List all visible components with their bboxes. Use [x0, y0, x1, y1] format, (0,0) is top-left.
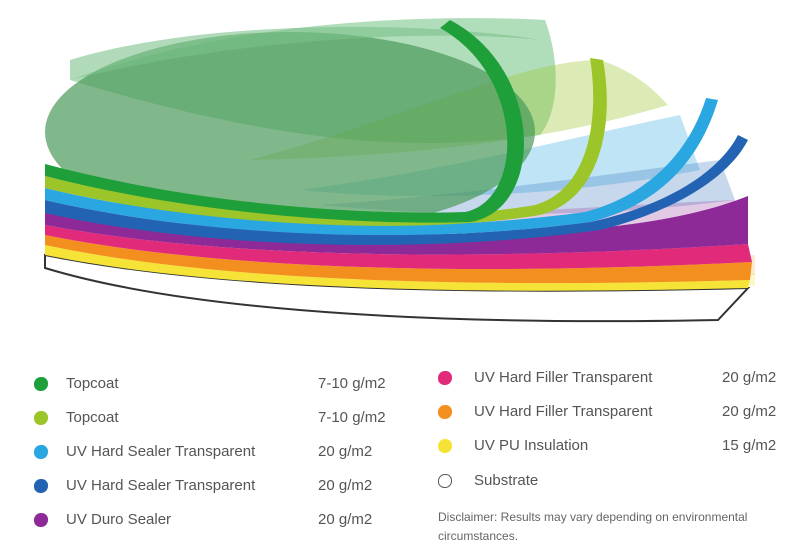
- legend-item: UV Duro Sealer 20 g/m2: [0, 505, 420, 535]
- legend-label: UV Hard Sealer Transparent: [66, 477, 256, 494]
- legend-value: 20 g/m2: [318, 477, 373, 494]
- topcoat-green-band: [45, 20, 524, 223]
- coating-layers-diagram: [44, 18, 755, 323]
- topcoat-green-sheen: [70, 26, 540, 80]
- legend-label: UV Hard Filler Transparent: [474, 403, 653, 420]
- swatch-icon: [438, 439, 452, 453]
- legend-value: 15 g/m2: [722, 437, 777, 454]
- swatch-icon: [34, 513, 48, 527]
- legend-label: Topcoat: [66, 409, 119, 426]
- swatch-icon: [438, 474, 452, 488]
- legend-label: UV Duro Sealer: [66, 511, 172, 528]
- filler-orange-band: [45, 235, 752, 284]
- legend-value: 20 g/m2: [318, 443, 373, 460]
- legend-label: UV Hard Sealer Transparent: [66, 443, 256, 460]
- legend-item: Substrate: [430, 466, 790, 496]
- legend-item: UV Hard Filler Transparent 20 g/m2: [430, 397, 790, 427]
- swatch-icon: [34, 377, 48, 391]
- legend-label: Topcoat: [66, 375, 119, 392]
- topcoat-green-ellipse: [45, 32, 535, 232]
- legend-item: Topcoat 7-10 g/m2: [0, 403, 420, 433]
- swatch-icon: [34, 445, 48, 459]
- legend-value: 20 g/m2: [722, 403, 777, 420]
- swatch-icon: [438, 405, 452, 419]
- filler-pink-band: [45, 225, 752, 270]
- swatch-icon: [438, 371, 452, 385]
- legend-value: 20 g/m2: [318, 511, 373, 528]
- legend-item: UV Hard Sealer Transparent 20 g/m2: [0, 437, 420, 467]
- legend-item: UV Hard Sealer Transparent 20 g/m2: [0, 471, 420, 501]
- swatch-icon: [34, 411, 48, 425]
- insulation-yellow-band: [45, 245, 750, 291]
- legend-value: 20 g/m2: [722, 369, 777, 386]
- legend-label: Substrate: [474, 472, 539, 489]
- duro-purple-band: [45, 196, 748, 255]
- legend-item: UV PU Insulation 15 g/m2: [430, 431, 790, 461]
- legend-label: UV PU Insulation: [474, 437, 589, 454]
- swatch-icon: [34, 479, 48, 493]
- topcoat-lime-band: [45, 58, 607, 226]
- legend-value: 7-10 g/m2: [318, 409, 386, 426]
- legend-item: Topcoat 7-10 g/m2: [0, 369, 420, 399]
- legend-value: 7-10 g/m2: [318, 375, 386, 392]
- legend-item: UV Hard Filler Transparent 20 g/m2: [430, 363, 790, 393]
- legend-label: UV Hard Filler Transparent: [474, 369, 653, 386]
- disclaimer-text: Disclaimer: Results may vary depending o…: [438, 510, 748, 543]
